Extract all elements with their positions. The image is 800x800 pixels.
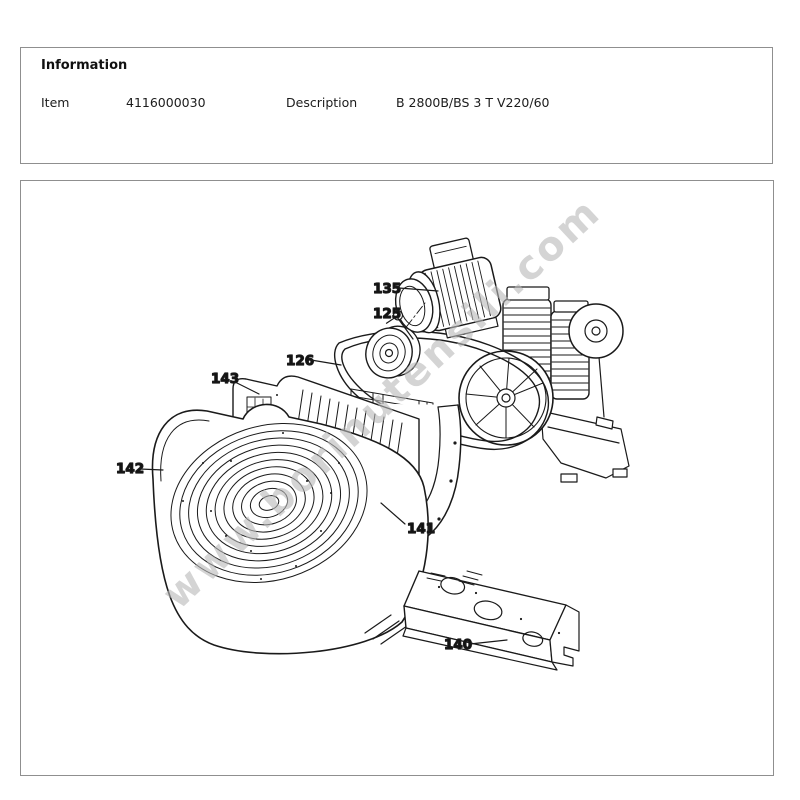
- description-label: Description: [286, 95, 358, 110]
- compressor-exploded-view: 135 125 126 143 142 141: [115, 189, 630, 671]
- part-number-135: 135: [373, 281, 401, 297]
- part-label-140: 140: [443, 636, 508, 654]
- part-label-143: 143: [210, 370, 260, 395]
- exploded-diagram-panel: 135 125 126 143 142 141: [20, 180, 774, 776]
- part-label-141: 141: [380, 502, 436, 538]
- information-panel: Information Item 4116000030 Description …: [20, 47, 773, 164]
- part-label-135: 135: [372, 280, 439, 298]
- item-label: Item: [41, 95, 70, 110]
- flywheel-illustration: [458, 350, 554, 446]
- part-label-126: 126: [285, 352, 342, 370]
- part-label-142: 142: [115, 460, 164, 478]
- panel-title: Information: [41, 58, 128, 73]
- item-value: 4116000030: [126, 95, 206, 110]
- motor-pulley-illustration: [365, 325, 421, 379]
- part-label-125: 125: [372, 305, 414, 340]
- base-channel-illustration: [402, 570, 580, 671]
- part-number-143: 143: [211, 371, 239, 387]
- part-number-140: 140: [444, 637, 472, 653]
- part-number-126: 126: [286, 353, 314, 369]
- part-number-125: 125: [373, 306, 401, 322]
- description-value: B 2800B/BS 3 T V220/60: [396, 95, 550, 110]
- part-number-142: 142: [116, 461, 144, 477]
- fan-cover-illustration: [151, 394, 429, 655]
- info-row: Item 4116000030 Description B 2800B/BS 3…: [21, 95, 772, 111]
- electric-motor-illustration: [385, 237, 502, 339]
- part-number-141: 141: [407, 521, 435, 537]
